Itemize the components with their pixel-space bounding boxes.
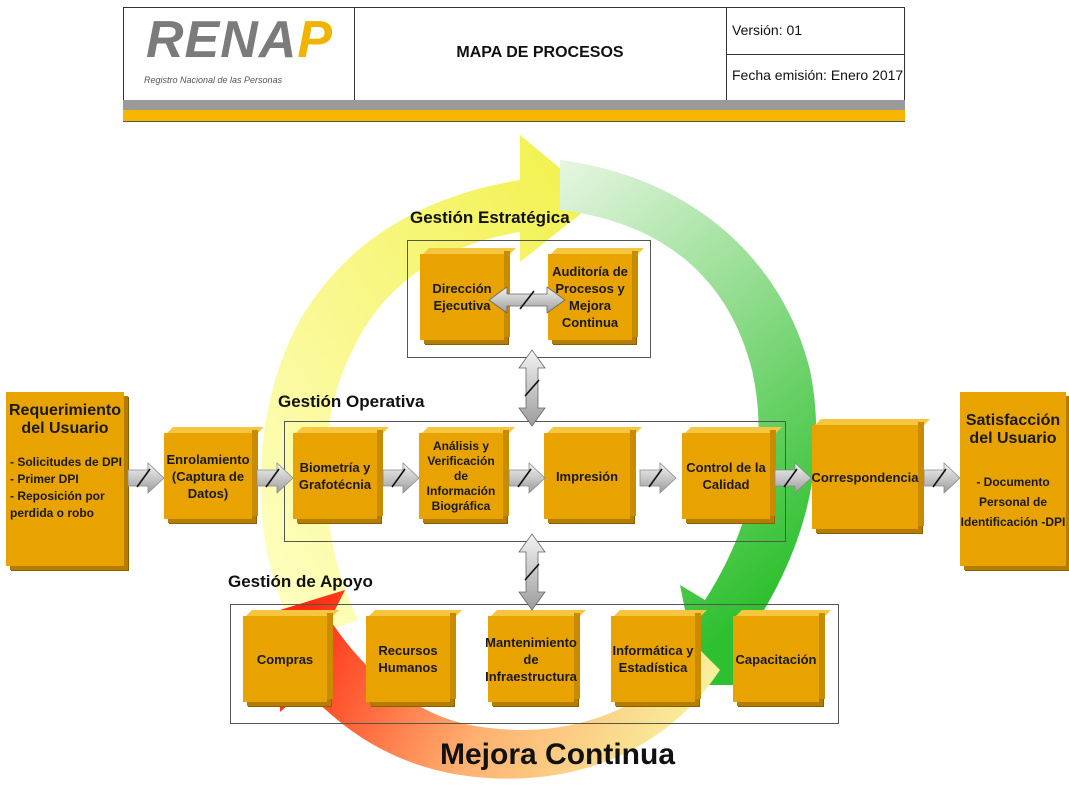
arrow-correspondencia-to-output	[923, 462, 961, 494]
user-requirement-box: Requerimiento del Usuario - Solicitudes …	[6, 392, 124, 566]
user-satisfaction-title-1: Satisfacción	[965, 412, 1061, 429]
meta-divider	[726, 54, 904, 55]
direccion-ejecutiva-label: Dirección Ejecutiva	[432, 281, 492, 313]
header-table: RENAP Registro Nacional de las Personas …	[123, 7, 905, 101]
arrow-biometria-to-analisis	[382, 462, 420, 494]
mantenimiento-label: Mantenimiento de Infraestructura	[485, 634, 577, 684]
capacitacion-box: Capacitación	[733, 613, 825, 702]
satisfaction-item: - Documento	[976, 475, 1050, 489]
informatica-box: Informática y Estadística	[611, 613, 701, 702]
logo-subtitle: Registro Nacional de las Personas	[144, 75, 283, 85]
biometria-box: Biometría y Grafotécnia	[293, 430, 383, 519]
requirement-item: - Solicitudes de DPI	[10, 455, 123, 469]
document-header: RENAP Registro Nacional de las Personas …	[123, 7, 905, 122]
enrolamiento-label: Enrolamiento (Captura de Datos)	[166, 451, 250, 501]
analisis-box: Análisis y Verificación de Información B…	[419, 430, 509, 519]
requirement-item: perdida o robo	[10, 506, 94, 520]
cycle-arc-green	[560, 160, 817, 685]
satisfaction-item: Identificación -DPI	[960, 515, 1066, 529]
control-calidad-box: Control de la Calidad	[682, 430, 776, 519]
user-requirement-list: - Solicitudes de DPI - Primer DPI - Repo…	[10, 454, 124, 522]
compras-box: Compras	[243, 613, 333, 702]
arrow-operative-support	[518, 533, 546, 611]
recursos-humanos-label: Recursos Humanos	[378, 643, 438, 675]
compras-label: Compras	[256, 651, 314, 667]
arrow-impresion-to-control	[639, 462, 677, 494]
satisfaction-item: Personal de	[978, 495, 1048, 509]
impresion-box: Impresión	[544, 430, 636, 519]
analisis-label: Análisis y Verificación de Información B…	[426, 438, 496, 513]
arrow-enrolamiento-to-biometria	[256, 462, 294, 494]
correspondencia-box: Correspondencia	[811, 422, 924, 529]
requirement-item: - Primer DPI	[10, 472, 79, 486]
auditoria-label: Auditoría de Procesos y Mejora Continua	[552, 264, 628, 330]
impresion-label: Impresión	[555, 468, 619, 484]
enrolamiento-box: Enrolamiento (Captura de Datos)	[164, 430, 258, 519]
user-satisfaction-box: Satisfacción del Usuario - Documento Per…	[960, 392, 1066, 566]
logo-text-accent: P	[297, 11, 334, 69]
control-calidad-label: Control de la Calidad	[686, 460, 766, 492]
header-gray-band	[123, 100, 905, 110]
mantenimiento-box: Mantenimiento de Infraestructura	[485, 613, 580, 702]
cycle-arc-red	[280, 590, 720, 779]
arrow-strategic-operative	[518, 349, 546, 427]
direccion-ejecutiva-box: Dirección Ejecutiva	[420, 251, 510, 340]
operative-group-label: Gestión Operativa	[278, 392, 425, 411]
recursos-humanos-box: Recursos Humanos	[366, 613, 456, 702]
header-yellow-band	[123, 110, 905, 122]
strategic-group-label: Gestión Estratégica	[410, 208, 570, 227]
correspondencia-label: Correspondencia	[811, 469, 919, 485]
user-satisfaction-list: - Documento Personal de Identificación -…	[960, 472, 1066, 532]
logo-cell: RENAP Registro Nacional de las Personas	[124, 8, 355, 100]
issue-date-label: Fecha emisión: Enero 2017	[732, 67, 904, 83]
meta-cell: Versión: 01 Fecha emisión: Enero 2017	[726, 8, 904, 100]
user-requirement-title-2: del Usuario	[21, 420, 109, 437]
version-label: Versión: 01	[732, 22, 803, 38]
continuous-improvement-label: Mejora Continua	[440, 738, 676, 771]
user-requirement-title-1: Requerimiento	[8, 402, 121, 419]
support-group-label: Gestión de Apoyo	[228, 572, 373, 591]
user-satisfaction-title-2: del Usuario	[969, 430, 1057, 447]
requirement-item: - Reposición por	[10, 489, 105, 503]
capacitacion-label: Capacitación	[735, 651, 817, 667]
arrow-control-to-correspondencia	[774, 462, 812, 494]
renap-logo: RENAP	[146, 14, 333, 66]
informatica-label: Informática y Estadística	[612, 643, 694, 675]
logo-text-main: RENA	[146, 11, 298, 69]
document-title: MAPA DE PROCESOS	[456, 44, 624, 61]
arrow-analisis-to-impresion	[508, 462, 546, 494]
arrow-input-to-enrolamiento	[127, 462, 165, 494]
biometria-label: Biometría y Grafotécnia	[298, 460, 372, 492]
auditoria-box: Auditoría de Procesos y Mejora Continua	[548, 251, 638, 340]
